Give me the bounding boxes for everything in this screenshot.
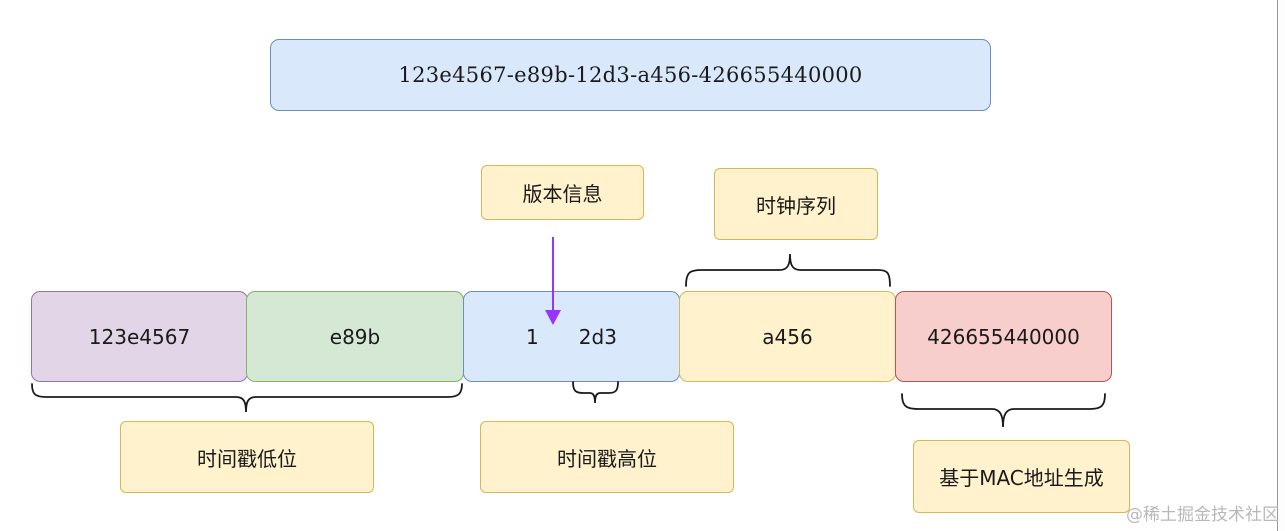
segment-node-text: 426655440000 <box>927 324 1080 349</box>
segment-clock-seq: a456 <box>679 291 896 382</box>
version-arrow <box>545 237 561 325</box>
uuid-string-box: 123e4567-e89b-12d3-a456-426655440000 <box>270 39 991 111</box>
label-time-high: 时间戳高位 <box>480 421 734 493</box>
label-mac-based-text: 基于MAC地址生成 <box>939 466 1104 490</box>
label-time-low: 时间戳低位 <box>120 421 374 493</box>
segment-time-low-text: 123e4567 <box>88 324 191 349</box>
segment-time-low: 123e4567 <box>31 291 248 382</box>
label-time-low-text: 时间戳低位 <box>197 446 297 471</box>
segment-time-high-text: 2d3 <box>578 324 617 349</box>
uuid-text: 123e4567-e89b-12d3-a456-426655440000 <box>398 63 863 87</box>
label-clock-sequence: 时钟序列 <box>714 168 878 240</box>
watermark: @稀土掘金技术社区 <box>1126 505 1279 525</box>
segment-time-mid: e89b <box>246 291 464 382</box>
segment-node: 426655440000 <box>895 291 1112 382</box>
segment-time-high-version: 1 2d3 <box>463 291 680 382</box>
brace-time-low <box>31 383 463 413</box>
label-time-high-text: 时间戳高位 <box>557 446 657 471</box>
version-digit: 1 <box>526 324 539 349</box>
brace-mac-based <box>901 393 1106 428</box>
label-mac-based: 基于MAC地址生成 <box>913 440 1130 513</box>
label-clock-sequence-text: 时钟序列 <box>756 193 836 218</box>
brace-time-high <box>572 381 619 404</box>
segment-time-mid-text: e89b <box>329 324 381 349</box>
label-version-info: 版本信息 <box>481 165 644 220</box>
segment-clock-seq-text: a456 <box>762 324 813 349</box>
brace-clock-sequence <box>685 253 891 287</box>
label-version-info-text: 版本信息 <box>522 182 603 206</box>
scrollbar-edge <box>1277 0 1285 531</box>
